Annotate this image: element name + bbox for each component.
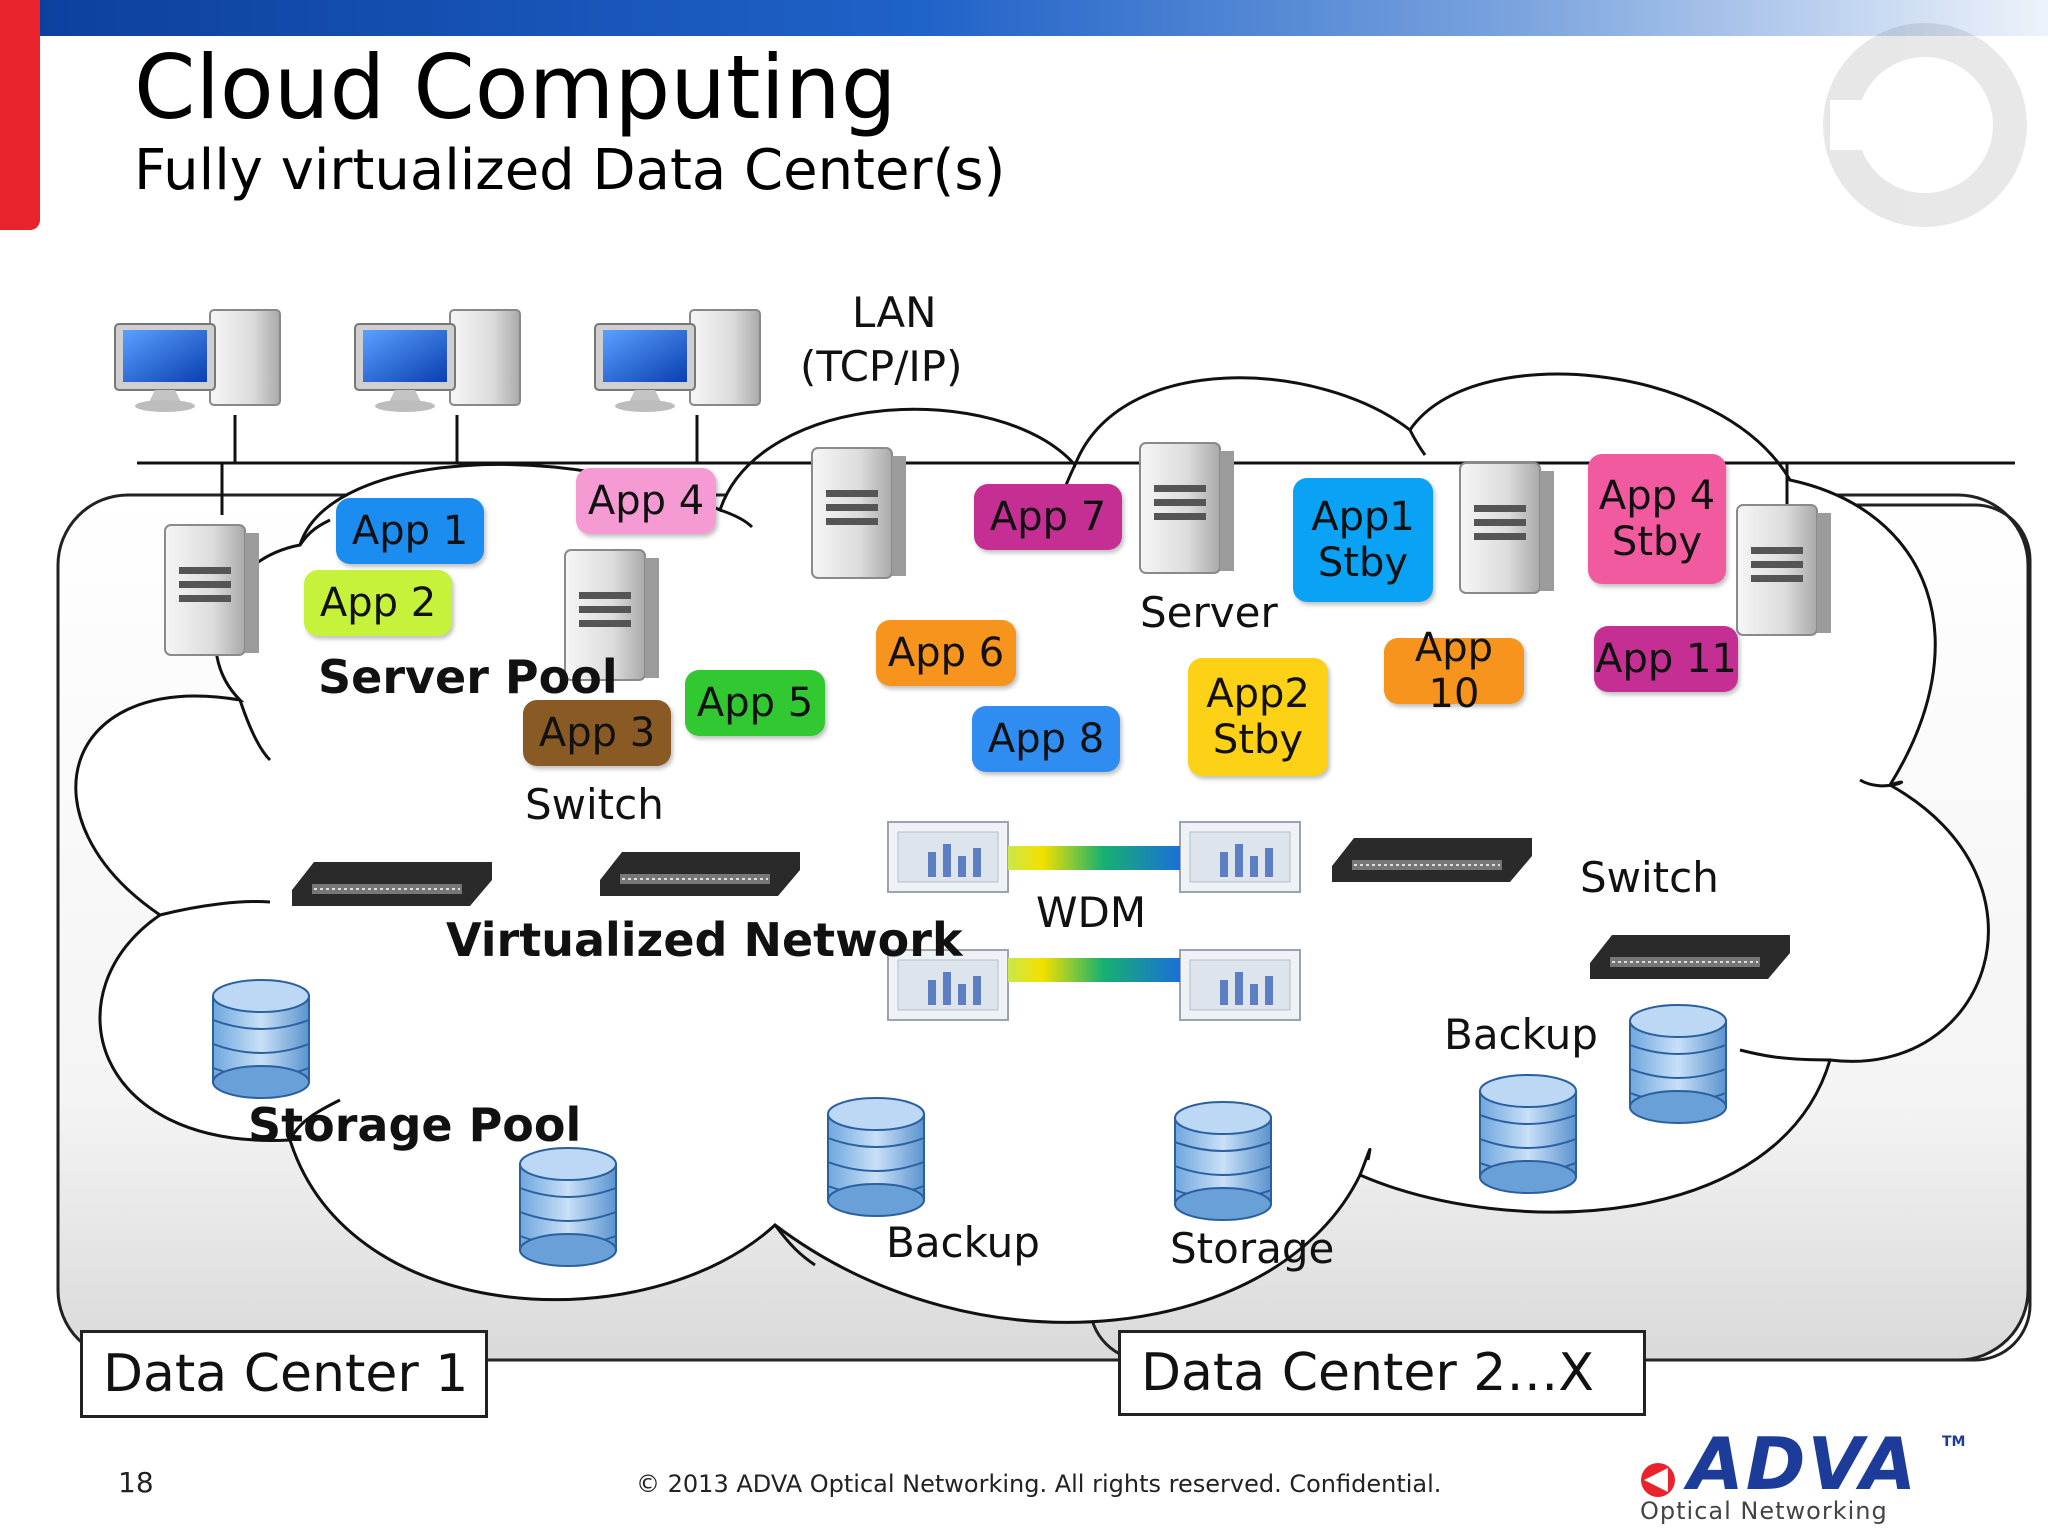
app-4-badge: App 4: [576, 468, 716, 534]
backup-label-center: Backup: [886, 1218, 1040, 1267]
storage-disk-icon: [827, 1097, 925, 1217]
lan-protocol-label: (TCP/IP): [800, 342, 963, 391]
adva-logo-wordmark: ADVA: [1688, 1422, 1919, 1506]
top-accent-bar: [0, 0, 2048, 36]
red-side-tab: [0, 0, 40, 230]
switch-label-right: Switch: [1580, 853, 1719, 902]
network-switch-icon: [1331, 837, 1533, 883]
app-8-badge: App 8: [972, 706, 1120, 772]
app-4-standby-badge: App 4 Stby: [1588, 454, 1726, 584]
lan-label: LAN: [852, 288, 937, 337]
virtualized-network-label: Virtualized Network: [446, 913, 963, 967]
storage-disk-icon: [1479, 1074, 1577, 1194]
app-5-badge: App 5: [685, 670, 825, 736]
app-2-badge: App 2: [304, 570, 452, 636]
wdm-device-icon: [887, 821, 1009, 893]
storage-disk-icon: [1629, 1004, 1727, 1124]
storage-disk-icon: [1174, 1101, 1272, 1221]
app-3-badge: App 3: [523, 700, 671, 766]
server-icon: [811, 447, 907, 579]
server-icon: [1459, 462, 1555, 594]
client-pc-icon: [114, 309, 281, 413]
page-number: 18: [118, 1466, 154, 1499]
switch-label-left: Switch: [525, 780, 664, 829]
data-center-2-label: Data Center 2…X: [1118, 1330, 1646, 1416]
storage-pool-label: Storage Pool: [248, 1098, 582, 1152]
app-11-badge: App 11: [1594, 626, 1738, 692]
server-icon: [1736, 504, 1832, 636]
network-switch-icon: [1589, 934, 1791, 980]
wdm-link: [1008, 958, 1180, 982]
network-switch-icon: [599, 851, 801, 897]
backup-label-right: Backup: [1444, 1010, 1598, 1059]
logo-trademark: TM: [1942, 1434, 1966, 1450]
data-center-1-label: Data Center 1: [80, 1330, 488, 1418]
page-title: Cloud Computing: [134, 36, 897, 139]
server-icon: [164, 524, 260, 656]
page-subtitle: Fully virtualized Data Center(s): [134, 138, 1006, 203]
wdm-device-icon: [1179, 821, 1301, 893]
client-pc-icon: [594, 309, 761, 413]
wdm-link: [1008, 846, 1180, 870]
network-switch-icon: [291, 861, 493, 907]
watermark-logo: [1823, 23, 2027, 227]
wdm-device-icon: [1179, 949, 1301, 1021]
storage-disk-icon: [519, 1147, 617, 1267]
adva-logo-subtext: Optical Networking: [1640, 1497, 1888, 1525]
app-2-standby-badge: App2 Stby: [1188, 658, 1328, 776]
app-1-badge: App 1: [336, 498, 484, 564]
app-6-badge: App 6: [876, 620, 1016, 686]
wdm-label: WDM: [1036, 888, 1147, 937]
storage-label: Storage: [1170, 1224, 1335, 1273]
server-label: Server: [1140, 588, 1278, 637]
client-pc-icon: [354, 309, 521, 413]
app-10-badge: App 10: [1384, 625, 1524, 717]
app-7-badge: App 7: [974, 484, 1122, 550]
storage-disk-icon: [212, 979, 310, 1099]
copyright-text: © 2013 ADVA Optical Networking. All righ…: [636, 1470, 1442, 1498]
server-icon: [1139, 442, 1235, 574]
app-1-standby-badge: App1 Stby: [1293, 478, 1433, 602]
server-pool-label: Server Pool: [318, 650, 618, 704]
